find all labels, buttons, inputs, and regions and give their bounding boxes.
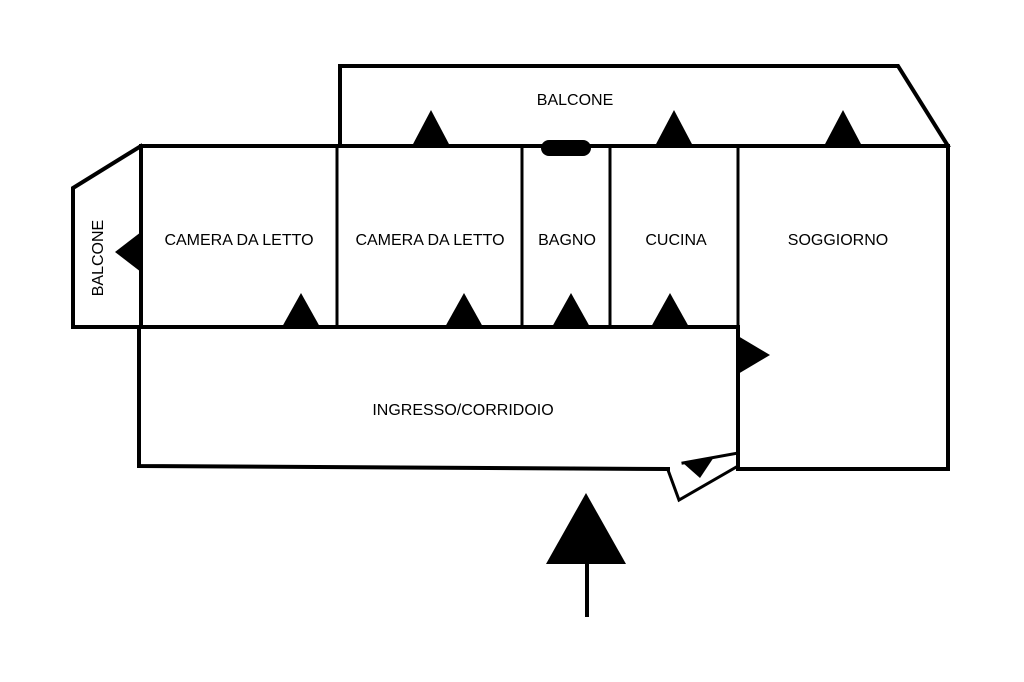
door-marker-bedroom2 bbox=[445, 293, 483, 327]
entrance-arrow-icon bbox=[546, 493, 626, 564]
door-marker-living bbox=[738, 336, 770, 374]
door-marker-bathroom bbox=[552, 293, 590, 327]
door-marker-living-balcony bbox=[824, 110, 862, 146]
label-bedroom-2: CAMERA DA LETTO bbox=[355, 232, 504, 249]
door-marker-bedroom1 bbox=[282, 293, 320, 327]
door-marker-kitchen-balcony bbox=[655, 110, 693, 146]
label-living-room: SOGGIORNO bbox=[788, 232, 888, 249]
bathroom-window-icon bbox=[541, 140, 591, 156]
door-marker-entrance bbox=[683, 457, 714, 478]
balcony-top-outline bbox=[338, 64, 951, 149]
entrance-door-leaf bbox=[666, 451, 740, 503]
label-bedroom-1: CAMERA DA LETTO bbox=[164, 232, 313, 249]
label-bathroom: BAGNO bbox=[538, 232, 596, 249]
living-room-outline bbox=[736, 144, 950, 471]
label-balcony-top: BALCONE bbox=[537, 92, 613, 109]
label-balcony-left: BALCONE bbox=[90, 220, 107, 296]
door-marker-kitchen bbox=[651, 293, 689, 327]
label-kitchen: CUCINA bbox=[645, 232, 707, 249]
label-entrance-hall: INGRESSO/CORRIDOIO bbox=[372, 402, 553, 419]
door-marker-bedroom2-balcony bbox=[412, 110, 450, 146]
door-marker-bedroom1-balcony bbox=[115, 232, 141, 272]
entrance-hall-outline bbox=[137, 325, 740, 472]
balcony-left-outline bbox=[71, 143, 144, 329]
